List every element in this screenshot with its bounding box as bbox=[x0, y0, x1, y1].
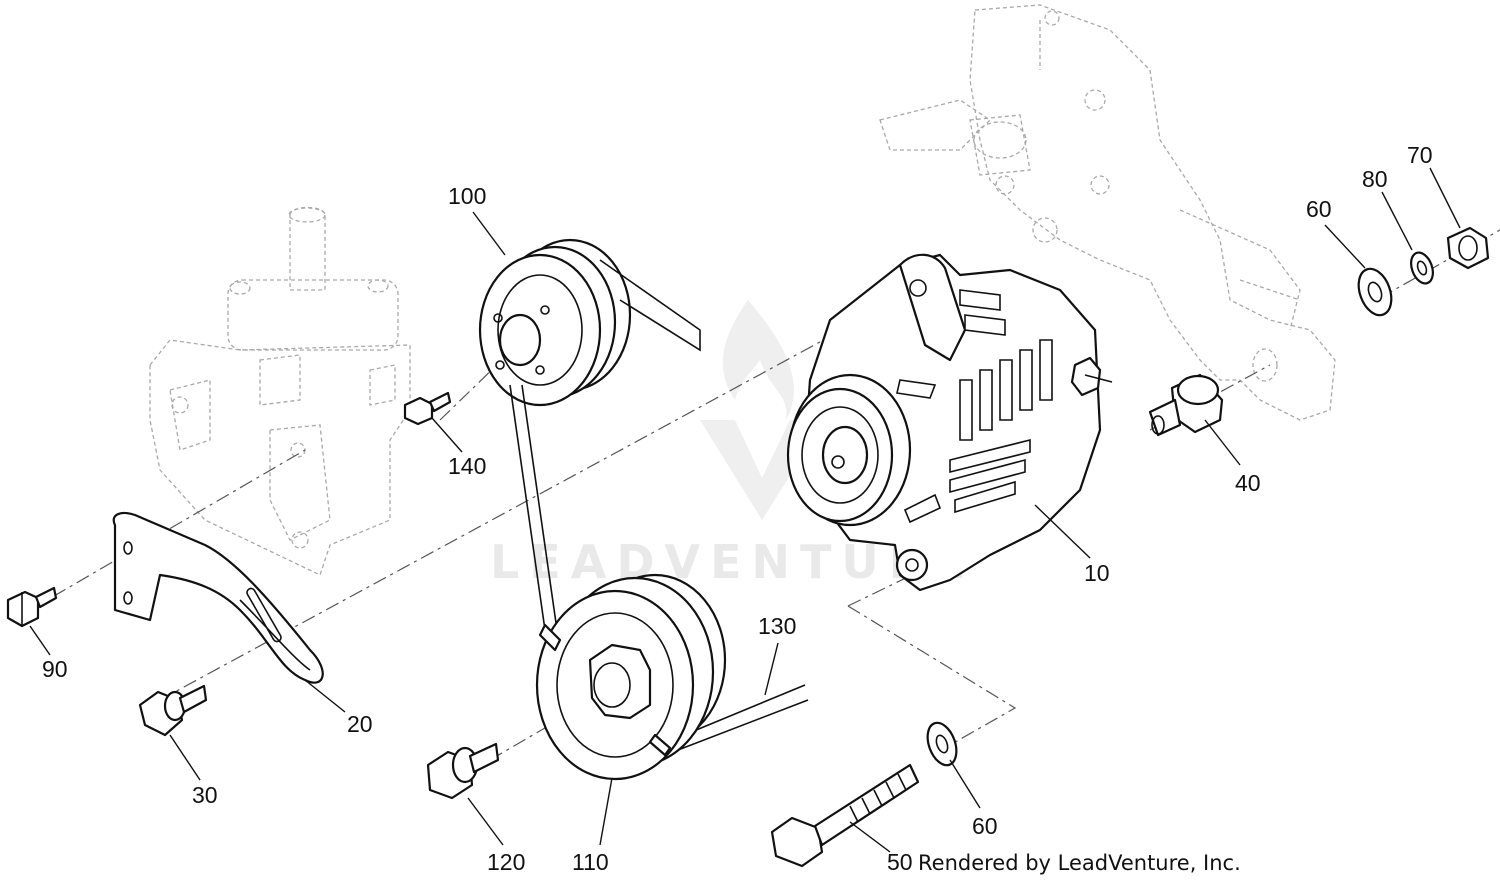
callout-60-upper: 60 bbox=[1306, 196, 1332, 222]
part-140-bolt bbox=[403, 391, 452, 426]
part-50-bolt bbox=[770, 763, 920, 868]
part-30-bolt bbox=[138, 684, 208, 737]
callout-130: 130 bbox=[758, 613, 796, 639]
callout-140: 140 bbox=[448, 453, 486, 479]
part-130-belt bbox=[509, 259, 809, 756]
ghost-housing-right bbox=[879, 4, 1336, 421]
callout-40: 40 bbox=[1235, 470, 1261, 496]
ghost-water-pump-left bbox=[149, 206, 411, 576]
part-70-nut bbox=[1446, 226, 1490, 270]
part-20-bracket bbox=[112, 511, 324, 684]
part-100-pulley bbox=[478, 238, 632, 407]
part-10-alternator bbox=[786, 253, 1113, 592]
callout-100: 100 bbox=[448, 183, 486, 209]
part-60-washer-lower bbox=[926, 721, 958, 767]
part-120-bolt bbox=[426, 742, 500, 800]
callout-10: 10 bbox=[1084, 560, 1110, 586]
callout-labels: 100 140 90 20 30 120 110 130 10 40 60 80… bbox=[42, 142, 1433, 875]
callout-20: 20 bbox=[347, 711, 373, 737]
callout-70: 70 bbox=[1407, 142, 1433, 168]
leader-lines bbox=[29, 167, 1461, 853]
callout-60-lower: 60 bbox=[972, 813, 998, 839]
callout-120: 120 bbox=[487, 849, 525, 875]
callout-80: 80 bbox=[1362, 166, 1388, 192]
part-40-spacer bbox=[1148, 373, 1224, 437]
part-110-pulley bbox=[535, 573, 727, 781]
part-60-washer-upper bbox=[1357, 267, 1393, 317]
render-credit: Rendered by LeadVenture, Inc. bbox=[918, 851, 1241, 875]
callout-90: 90 bbox=[42, 656, 68, 682]
callout-110: 110 bbox=[572, 849, 609, 875]
part-90-bolt bbox=[6, 586, 58, 628]
callout-50: 50 bbox=[887, 849, 913, 875]
watermark-flame-icon bbox=[722, 300, 794, 420]
part-80-lock-washer bbox=[1410, 251, 1434, 285]
callout-30: 30 bbox=[192, 782, 218, 808]
